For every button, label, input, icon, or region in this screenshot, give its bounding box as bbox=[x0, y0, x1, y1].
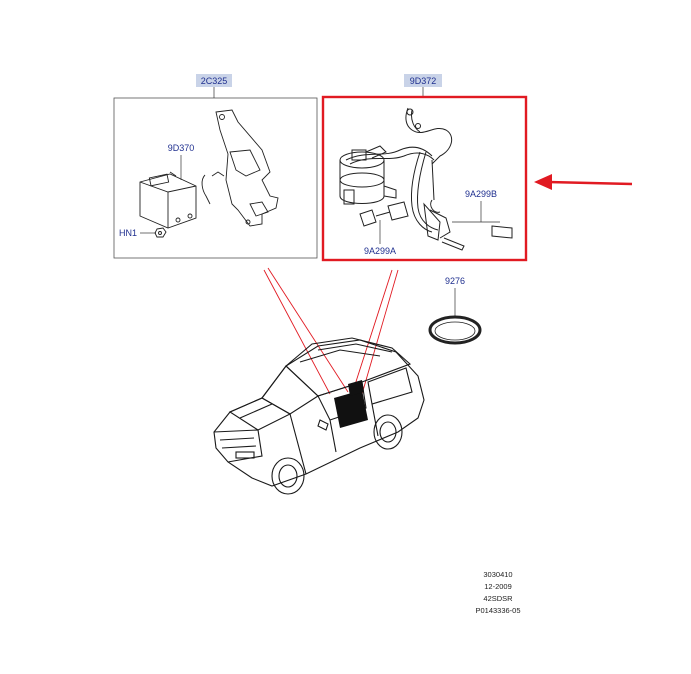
sender-a-drawing bbox=[359, 201, 409, 227]
left-panel-border bbox=[113, 97, 318, 259]
wiring-harness-drawing bbox=[345, 107, 453, 233]
label-9d372[interactable]: 9D372 bbox=[410, 76, 437, 86]
nut-drawing bbox=[154, 227, 167, 238]
bracket-drawing bbox=[201, 109, 279, 227]
label-9a299a[interactable]: 9A299A bbox=[364, 246, 396, 256]
label-bg-2c325 bbox=[196, 74, 232, 87]
lock-ring-part: 9276 bbox=[428, 276, 482, 345]
label-9276[interactable]: 9276 bbox=[445, 276, 465, 286]
left-panel: 2C325 9D370 HN1 bbox=[113, 74, 318, 259]
reference-block: 3030410 12-2009 42SDSR P0143336-05 bbox=[475, 570, 520, 615]
label-bg-9d372 bbox=[404, 74, 442, 87]
vehicle-drawing bbox=[213, 337, 425, 495]
reference-line-4: P0143336-05 bbox=[475, 606, 520, 615]
reference-line-1: 3030410 bbox=[483, 570, 512, 579]
highlight-frame bbox=[321, 95, 528, 262]
control-module-drawing bbox=[139, 171, 197, 229]
label-hn1[interactable]: HN1 bbox=[119, 228, 137, 238]
reference-line-3: 42SDSR bbox=[483, 594, 513, 603]
label-9a299b[interactable]: 9A299B bbox=[465, 189, 497, 199]
pointer-arrow bbox=[534, 174, 633, 190]
label-9d370[interactable]: 9D370 bbox=[168, 143, 195, 153]
fuel-pump-drawing bbox=[339, 145, 397, 205]
highlighted-panel: 9D372 bbox=[321, 74, 528, 262]
float-arm-drawing bbox=[423, 199, 513, 251]
label-2c325[interactable]: 2C325 bbox=[201, 76, 228, 86]
vehicle-location-marker bbox=[334, 380, 368, 428]
location-lines bbox=[263, 267, 399, 395]
reference-line-2: 12-2009 bbox=[484, 582, 512, 591]
lock-ring-icon bbox=[428, 315, 482, 345]
